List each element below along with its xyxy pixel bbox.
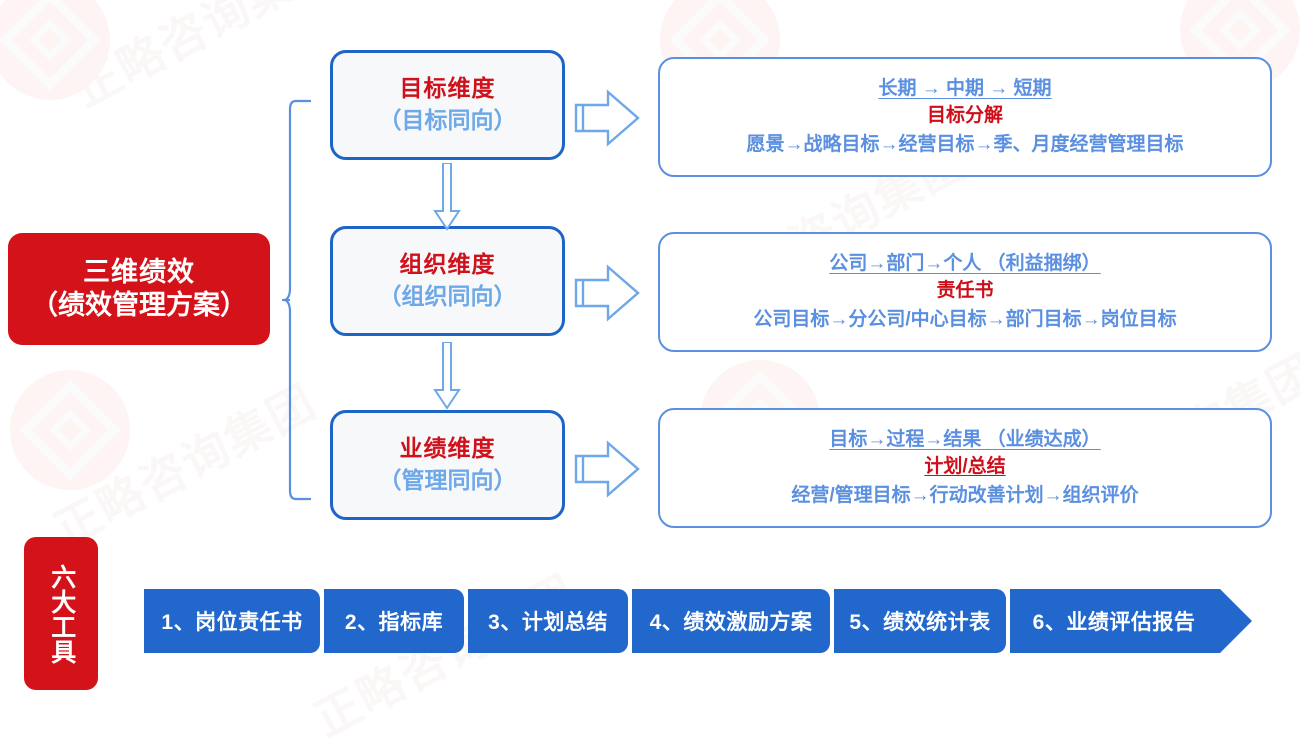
arrow-right-icon xyxy=(574,89,640,147)
tool-chip-label: 2、指标库 xyxy=(344,611,444,634)
watermark-text: 正略咨询集团 xyxy=(306,565,585,747)
tool-chip-6[interactable]: 6、业绩评估报告 xyxy=(1010,589,1252,653)
dimension-title: 业绩维度 xyxy=(399,435,496,462)
bracket-connector xyxy=(282,99,311,501)
dimension-box-organization: 组织维度 （组织同向） xyxy=(330,226,565,336)
tool-chip-label: 4、绩效激励方案 xyxy=(649,611,813,634)
dimension-title: 目标维度 xyxy=(399,75,496,102)
tools-row: 1、岗位责任书 2、指标库 3、计划总结 4、绩效激励方案 5、绩效统计表 6、… xyxy=(144,589,1252,653)
content-line-sequence: 目标→过程→结果 （业绩达成） xyxy=(829,429,1101,451)
tool-chip-label: 5、绩效统计表 xyxy=(849,611,991,634)
content-line-detail: 愿景→战略目标→经营目标→季、月度经营管理目标 xyxy=(746,133,1184,155)
content-line-sequence: 公司→部门→个人 （利益捆绑） xyxy=(829,253,1101,275)
tool-chip-label: 3、计划总结 xyxy=(488,611,608,634)
dimension-subtitle: （目标同向） xyxy=(378,107,517,133)
watermark-logo xyxy=(10,370,130,490)
content-line-highlight: 计划/总结 xyxy=(924,456,1006,478)
root-title-line2: （绩效管理方案） xyxy=(31,290,247,320)
content-line-highlight: 目标分解 xyxy=(926,105,1003,127)
root-title-line1: 三维绩效 xyxy=(83,257,195,288)
tool-chip-1[interactable]: 1、岗位责任书 xyxy=(144,589,320,653)
content-line-highlight: 责任书 xyxy=(936,280,994,302)
six-tools-label-text: 六大工具 xyxy=(47,563,76,664)
content-box-performance: 目标→过程→结果 （业绩达成） 计划/总结 经营/管理目标→行动改善计划→组织评… xyxy=(658,408,1272,528)
arrow-right-icon xyxy=(574,440,640,498)
dimension-box-goal: 目标维度 （目标同向） xyxy=(330,50,565,160)
dimension-subtitle: （组织同向） xyxy=(378,283,517,309)
content-box-organization: 公司→部门→个人 （利益捆绑） 责任书 公司目标→分公司/中心目标→部门目标→岗… xyxy=(658,232,1272,352)
root-concept-box: 三维绩效 （绩效管理方案） xyxy=(8,233,270,345)
dimension-box-performance: 业绩维度 （管理同向） xyxy=(330,410,565,520)
dimension-title: 组织维度 xyxy=(399,251,496,278)
dimension-subtitle: （管理同向） xyxy=(378,467,517,493)
tool-chip-label: 1、岗位责任书 xyxy=(161,611,303,634)
content-line-detail: 公司目标→分公司/中心目标→部门目标→岗位目标 xyxy=(753,308,1177,330)
content-box-goal: 长期 → 中期 → 短期 目标分解 愿景→战略目标→经营目标→季、月度经营管理目… xyxy=(658,57,1272,177)
content-line-detail: 经营/管理目标→行动改善计划→组织评价 xyxy=(791,484,1139,506)
arrow-down-icon xyxy=(433,163,461,231)
tool-chip-5[interactable]: 5、绩效统计表 xyxy=(834,589,1006,653)
six-tools-label: 六大工具 xyxy=(24,537,98,690)
tool-chip-2[interactable]: 2、指标库 xyxy=(324,589,464,653)
tool-chip-4[interactable]: 4、绩效激励方案 xyxy=(632,589,830,653)
arrow-right-icon xyxy=(574,264,640,322)
tool-chip-3[interactable]: 3、计划总结 xyxy=(468,589,628,653)
content-line-sequence: 长期 → 中期 → 短期 xyxy=(878,78,1052,100)
tool-chip-label: 6、业绩评估报告 xyxy=(1032,611,1196,634)
watermark-logo xyxy=(0,0,110,100)
arrow-down-icon xyxy=(433,342,461,410)
